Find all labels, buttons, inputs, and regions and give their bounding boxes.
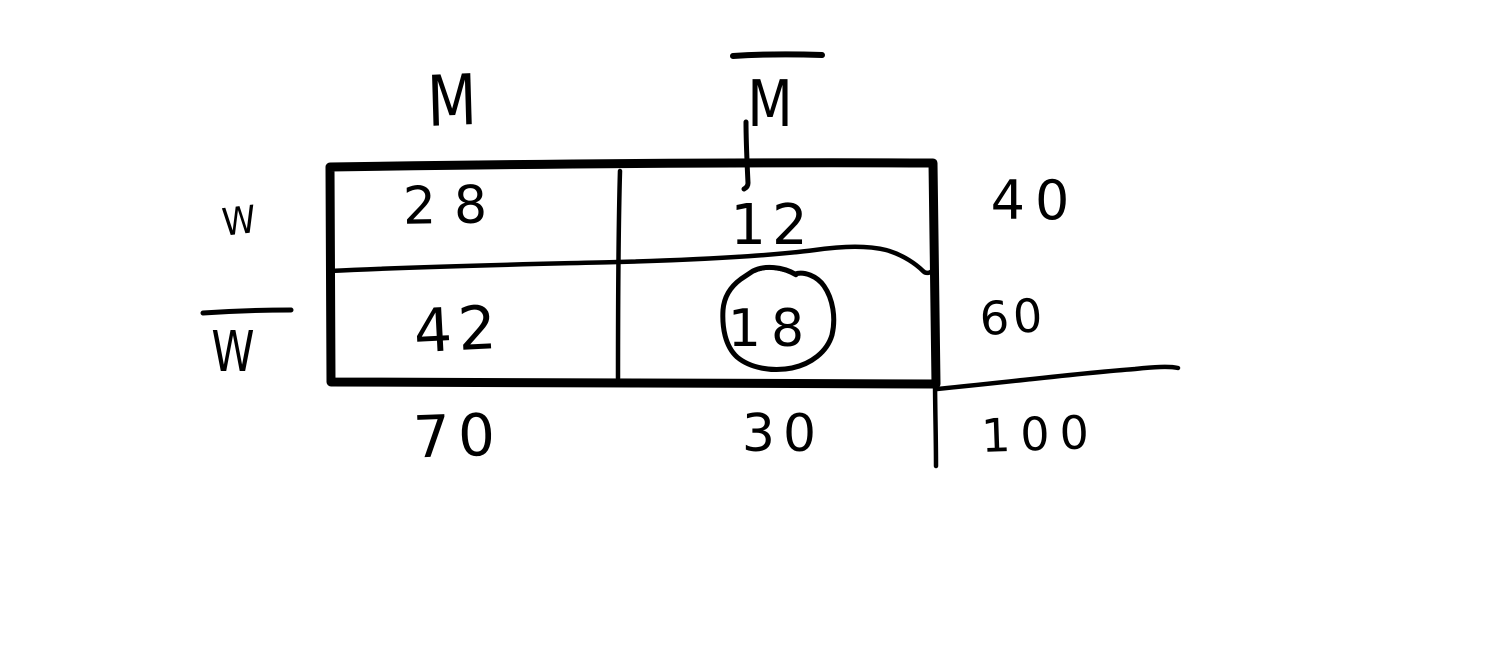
cell-w-and-not-m: 12: [730, 193, 814, 258]
grand-total: 100: [980, 404, 1100, 464]
cell-not-w-and-m: 42: [412, 292, 504, 368]
totals-rule-vertical: [932, 375, 939, 469]
mbar-overline: [730, 51, 825, 59]
highlight-circle: [720, 264, 837, 373]
row-divider-line: [326, 244, 939, 276]
column-total-m: 70: [411, 400, 505, 472]
column-divider-line: [615, 168, 623, 381]
row-total-w: 40: [990, 169, 1080, 232]
column-header-m-complement: M: [747, 68, 793, 142]
cell-w-and-m: 28: [402, 175, 506, 237]
column-header-m: M: [426, 58, 478, 144]
totals-rule-horizontal: [934, 364, 1181, 392]
row-header-w: W: [220, 197, 258, 245]
column-total-not-m: 30: [741, 404, 825, 464]
mbar-descender-stroke: [741, 119, 751, 192]
row-header-w-complement: W: [211, 320, 255, 385]
wbar-overline: [200, 307, 294, 316]
highlight-circle-overlap-stroke: [751, 265, 799, 278]
cell-not-w-and-not-m-circled: 18: [727, 299, 815, 359]
row-total-not-w: 60: [977, 287, 1049, 347]
